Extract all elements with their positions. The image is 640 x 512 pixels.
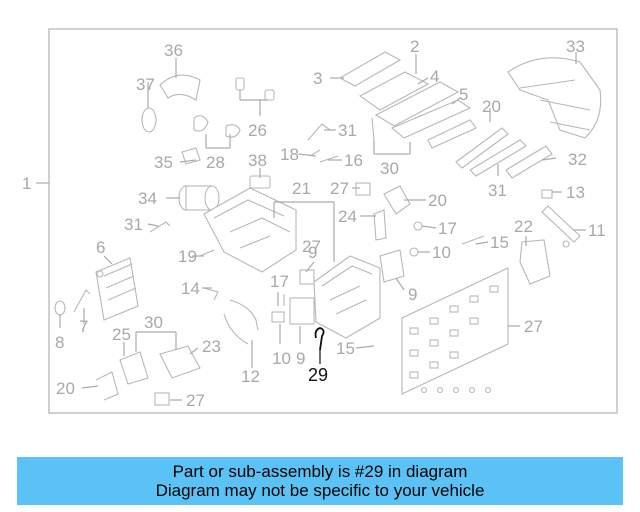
diagram-frame: [48, 28, 618, 414]
callout-27a: 27: [330, 179, 349, 198]
callout-17b: 17: [270, 272, 289, 291]
callout-31a: 31: [338, 121, 357, 140]
callout-30a: 30: [380, 159, 399, 178]
callout-10b: 10: [432, 243, 451, 262]
callout-16: 16: [344, 151, 363, 170]
callout-12: 12: [241, 367, 260, 386]
callout-22: 22: [514, 217, 533, 236]
callout-14: 14: [181, 279, 200, 298]
callout-5: 5: [459, 85, 468, 104]
callout-31c: 31: [124, 215, 143, 234]
callout-20b: 20: [428, 191, 447, 210]
callout-27c: 27: [524, 317, 543, 336]
callout-32: 32: [568, 150, 587, 169]
notice-banner: Part or sub-assembly is #29 in diagram D…: [17, 457, 623, 505]
callout-6: 6: [96, 238, 105, 257]
notice-line-2: Diagram may not be specific to your vehi…: [155, 481, 485, 500]
callout-4: 4: [430, 67, 439, 86]
callout-17a: 17: [438, 219, 457, 238]
notice-line-1: Part or sub-assembly is #29 in diagram: [172, 462, 468, 481]
callout-20c: 20: [56, 379, 75, 398]
callout-35: 35: [154, 153, 173, 172]
callout-18: 18: [280, 145, 299, 164]
callout-31b: 31: [488, 181, 507, 200]
callout-38: 38: [248, 151, 267, 170]
callout-36: 36: [164, 41, 183, 60]
callout-33: 33: [566, 37, 585, 56]
callout-3: 3: [313, 69, 322, 88]
callout-20a: 20: [482, 97, 501, 116]
callout-15a: 15: [490, 233, 509, 252]
callout-24: 24: [338, 207, 357, 226]
callout-labels: 1 2 3 4 5 6 7 8 9 9 9 10 10 11 12 13 14 …: [22, 37, 606, 410]
callout-13: 13: [566, 183, 585, 202]
callout-26: 26: [248, 121, 267, 140]
callout-34: 34: [138, 189, 157, 208]
callout-23: 23: [202, 337, 221, 356]
callout-2: 2: [410, 37, 419, 56]
callout-15b: 15: [336, 339, 355, 358]
callout-9c: 9: [308, 243, 317, 262]
callout-11: 11: [588, 221, 606, 240]
callout-7: 7: [79, 317, 88, 336]
callout-28: 28: [206, 153, 225, 172]
callout-27d: 27: [186, 391, 205, 410]
callout-37: 37: [136, 75, 155, 94]
callout-8: 8: [55, 333, 64, 352]
callout-19: 19: [178, 247, 197, 266]
callout-1: 1: [22, 174, 31, 193]
callout-25: 25: [112, 325, 131, 344]
part-drawings: [54, 51, 602, 406]
callout-30b: 30: [144, 313, 163, 332]
callout-9a: 9: [408, 285, 417, 304]
callout-10a: 10: [272, 349, 291, 368]
callout-27b: 27: [302, 237, 321, 256]
callout-21: 21: [292, 179, 311, 198]
leader-lines: [59, 52, 586, 401]
callout-29: 29: [308, 365, 328, 385]
callout-9b: 9: [296, 349, 305, 368]
